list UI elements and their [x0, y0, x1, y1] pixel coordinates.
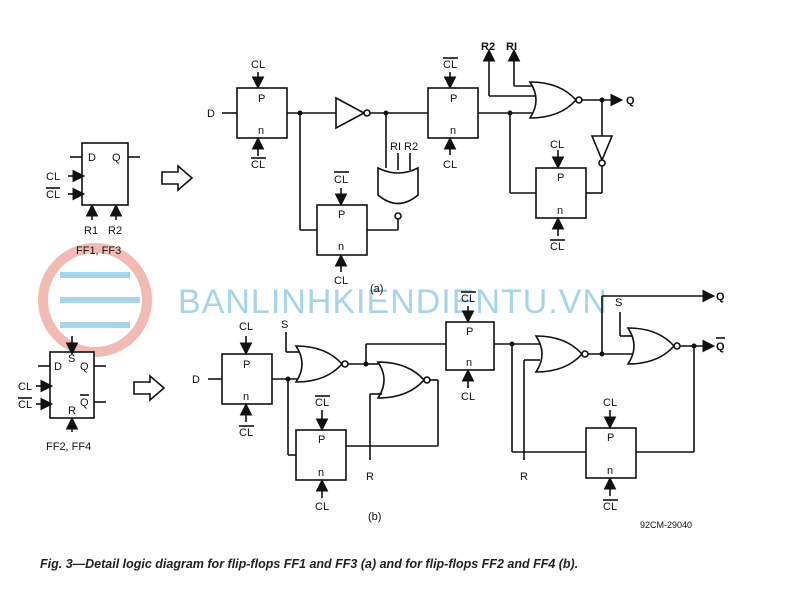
figure-code: 92CM-29040 [640, 520, 692, 530]
signal-label: n [243, 391, 249, 403]
signal-label: CL [461, 293, 475, 305]
signal-label: P [607, 432, 614, 444]
signal-label: P [258, 93, 265, 105]
signal-label: Q [626, 95, 635, 107]
watermark-logo-icon [38, 243, 152, 357]
signal-label: CL [46, 189, 60, 201]
ff1-ff3-label: FF1, FF3 [76, 245, 121, 257]
signal-label: CL [443, 59, 457, 71]
diagram-b: P n CL CL D S R P n CL [192, 289, 725, 523]
signal-label: R2 [404, 141, 418, 153]
signal-label: P [338, 209, 345, 221]
signal-label: S [615, 297, 622, 309]
signal-label: n [557, 205, 563, 217]
signal-label: CL [18, 381, 32, 393]
signal-label: D [192, 374, 200, 386]
signal-label: P [243, 359, 250, 371]
part-a-label: (a) [370, 283, 383, 295]
signal-label: Q [112, 152, 121, 164]
signal-label: Q [716, 291, 725, 303]
signal-label: D [207, 108, 215, 120]
signal-label: D [54, 361, 62, 373]
ff2-ff4-symbol: S D Q CL CL R Q FF2, FF4 [18, 336, 106, 453]
signal-label: n [318, 467, 324, 479]
signal-label: R [68, 405, 76, 417]
signal-label: R1 [84, 225, 98, 237]
signal-label: CL [603, 501, 617, 513]
signal-label: Q [80, 397, 89, 409]
signal-label: P [557, 172, 564, 184]
signal-label: RI [506, 41, 517, 53]
signal-label: CL [18, 399, 32, 411]
signal-label: CL [251, 59, 265, 71]
signal-label: n [338, 241, 344, 253]
diagram-a: P n CL CL D P n CL CL RI R2 [207, 41, 635, 295]
signal-label: R2 [108, 225, 122, 237]
signal-label: CL [239, 321, 253, 333]
arrow-a-icon [161, 164, 194, 192]
signal-label: P [466, 326, 473, 338]
signal-label: P [318, 434, 325, 446]
signal-label: Q [80, 361, 89, 373]
signal-label: D [88, 152, 96, 164]
ff2-ff4-label: FF2, FF4 [46, 441, 91, 453]
watermark-text: BANLINHKIENDIENTU.VN [178, 283, 608, 321]
signal-label: S [281, 319, 288, 331]
signal-label: CL [550, 241, 564, 253]
ff1-ff3-symbol: D Q CL CL R1 R2 FF1, FF3 [46, 142, 140, 257]
part-b-label: (b) [368, 511, 381, 523]
signal-label: CL [550, 139, 564, 151]
signal-label: R [520, 471, 528, 483]
signal-label: R2 [481, 41, 495, 53]
signal-label: CL [315, 397, 329, 409]
signal-label: S [68, 353, 75, 365]
signal-label: CL [334, 275, 348, 287]
signal-label: RI [390, 141, 401, 153]
signal-label: n [466, 357, 472, 369]
signal-label: CL [603, 397, 617, 409]
signal-label: R [366, 471, 374, 483]
signal-label: CL [251, 159, 265, 171]
signal-label: CL [443, 159, 457, 171]
signal-label: P [450, 93, 457, 105]
signal-label: n [607, 465, 613, 477]
signal-label: n [450, 125, 456, 137]
signal-label: CL [46, 171, 60, 183]
signal-label: CL [461, 391, 475, 403]
watermark: BANLINHKIENDIENTU.VN [38, 243, 608, 357]
signal-label: CL [239, 427, 253, 439]
signal-label: n [258, 125, 264, 137]
signal-label: Q [716, 341, 725, 353]
signal-label: CL [334, 174, 348, 186]
figure-caption: Fig. 3—Detail logic diagram for flip-flo… [40, 557, 579, 571]
arrow-b-icon [133, 374, 166, 402]
signal-label: CL [315, 501, 329, 513]
